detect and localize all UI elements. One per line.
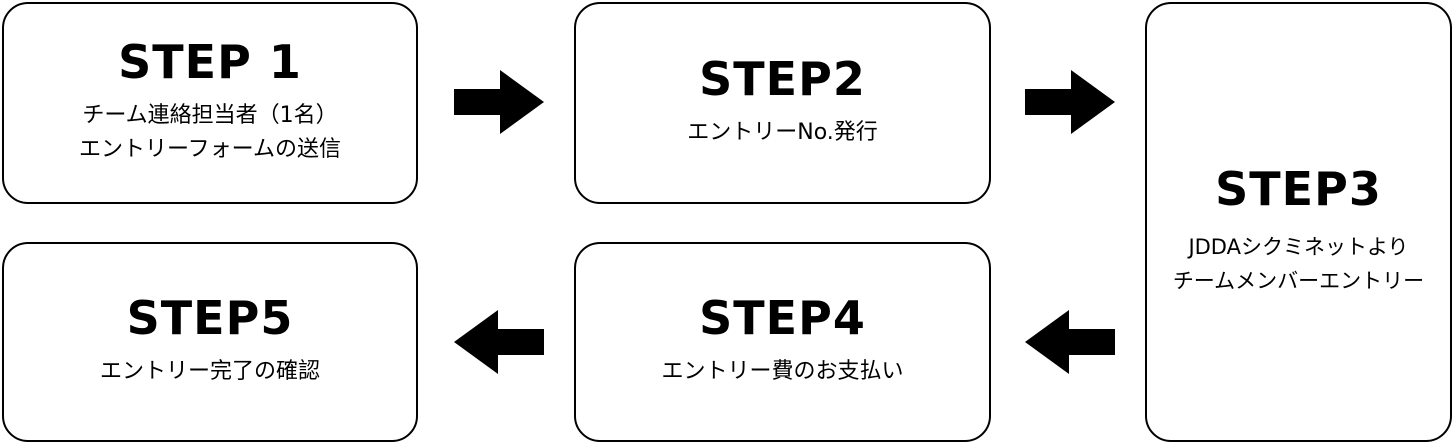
step-2-title: STEP2 — [699, 52, 866, 106]
arrow-left-icon-graphic — [1025, 310, 1115, 374]
step-2-line-1: エントリーNo.発行 — [687, 120, 878, 145]
step-4-line-1: エントリー費のお支払い — [661, 359, 904, 384]
arrow-right-icon — [454, 70, 544, 134]
arrow-left-icon-graphic — [454, 310, 544, 374]
step-3-box: STEP3 JDDAシクミネットより チームメンバーエントリー — [1145, 2, 1452, 442]
step-3-line-2: チームメンバーエントリー — [1172, 269, 1425, 293]
arrow-right-icon-graphic — [1025, 70, 1115, 134]
step-1-title: STEP 1 — [118, 35, 302, 89]
step-1-box: STEP 1 チーム連絡担当者（1名） エントリーフォームの送信 — [2, 2, 418, 204]
step-4-box: STEP4 エントリー費のお支払い — [574, 242, 991, 442]
arrow-left-icon — [1025, 310, 1115, 374]
step-3-title: STEP3 — [1215, 162, 1382, 216]
step-5-description: エントリー完了の確認 — [100, 355, 320, 389]
step-5-title: STEP5 — [126, 291, 294, 345]
step-2-box: STEP2 エントリーNo.発行 — [574, 2, 991, 204]
step-1-description: チーム連絡担当者（1名） エントリーフォームの送信 — [79, 99, 341, 167]
step-4-description: エントリー費のお支払い — [661, 355, 903, 389]
step-1-line-1: チーム連絡担当者（1名） — [82, 103, 338, 128]
step-5-box: STEP5 エントリー完了の確認 — [2, 242, 418, 442]
step-1-line-2: エントリーフォームの送信 — [78, 137, 342, 162]
arrow-right-icon-graphic — [454, 70, 544, 134]
step-4-title: STEP4 — [699, 291, 866, 345]
arrow-right-icon — [1025, 70, 1115, 134]
step-5-line-1: エントリー完了の確認 — [99, 359, 320, 384]
arrow-left-icon — [454, 310, 544, 374]
step-3-description: JDDAシクミネットより チームメンバーエントリー — [1173, 230, 1424, 298]
step-3-line-1: JDDAシクミネットより — [1188, 235, 1409, 259]
step-2-description: エントリーNo.発行 — [687, 116, 878, 150]
